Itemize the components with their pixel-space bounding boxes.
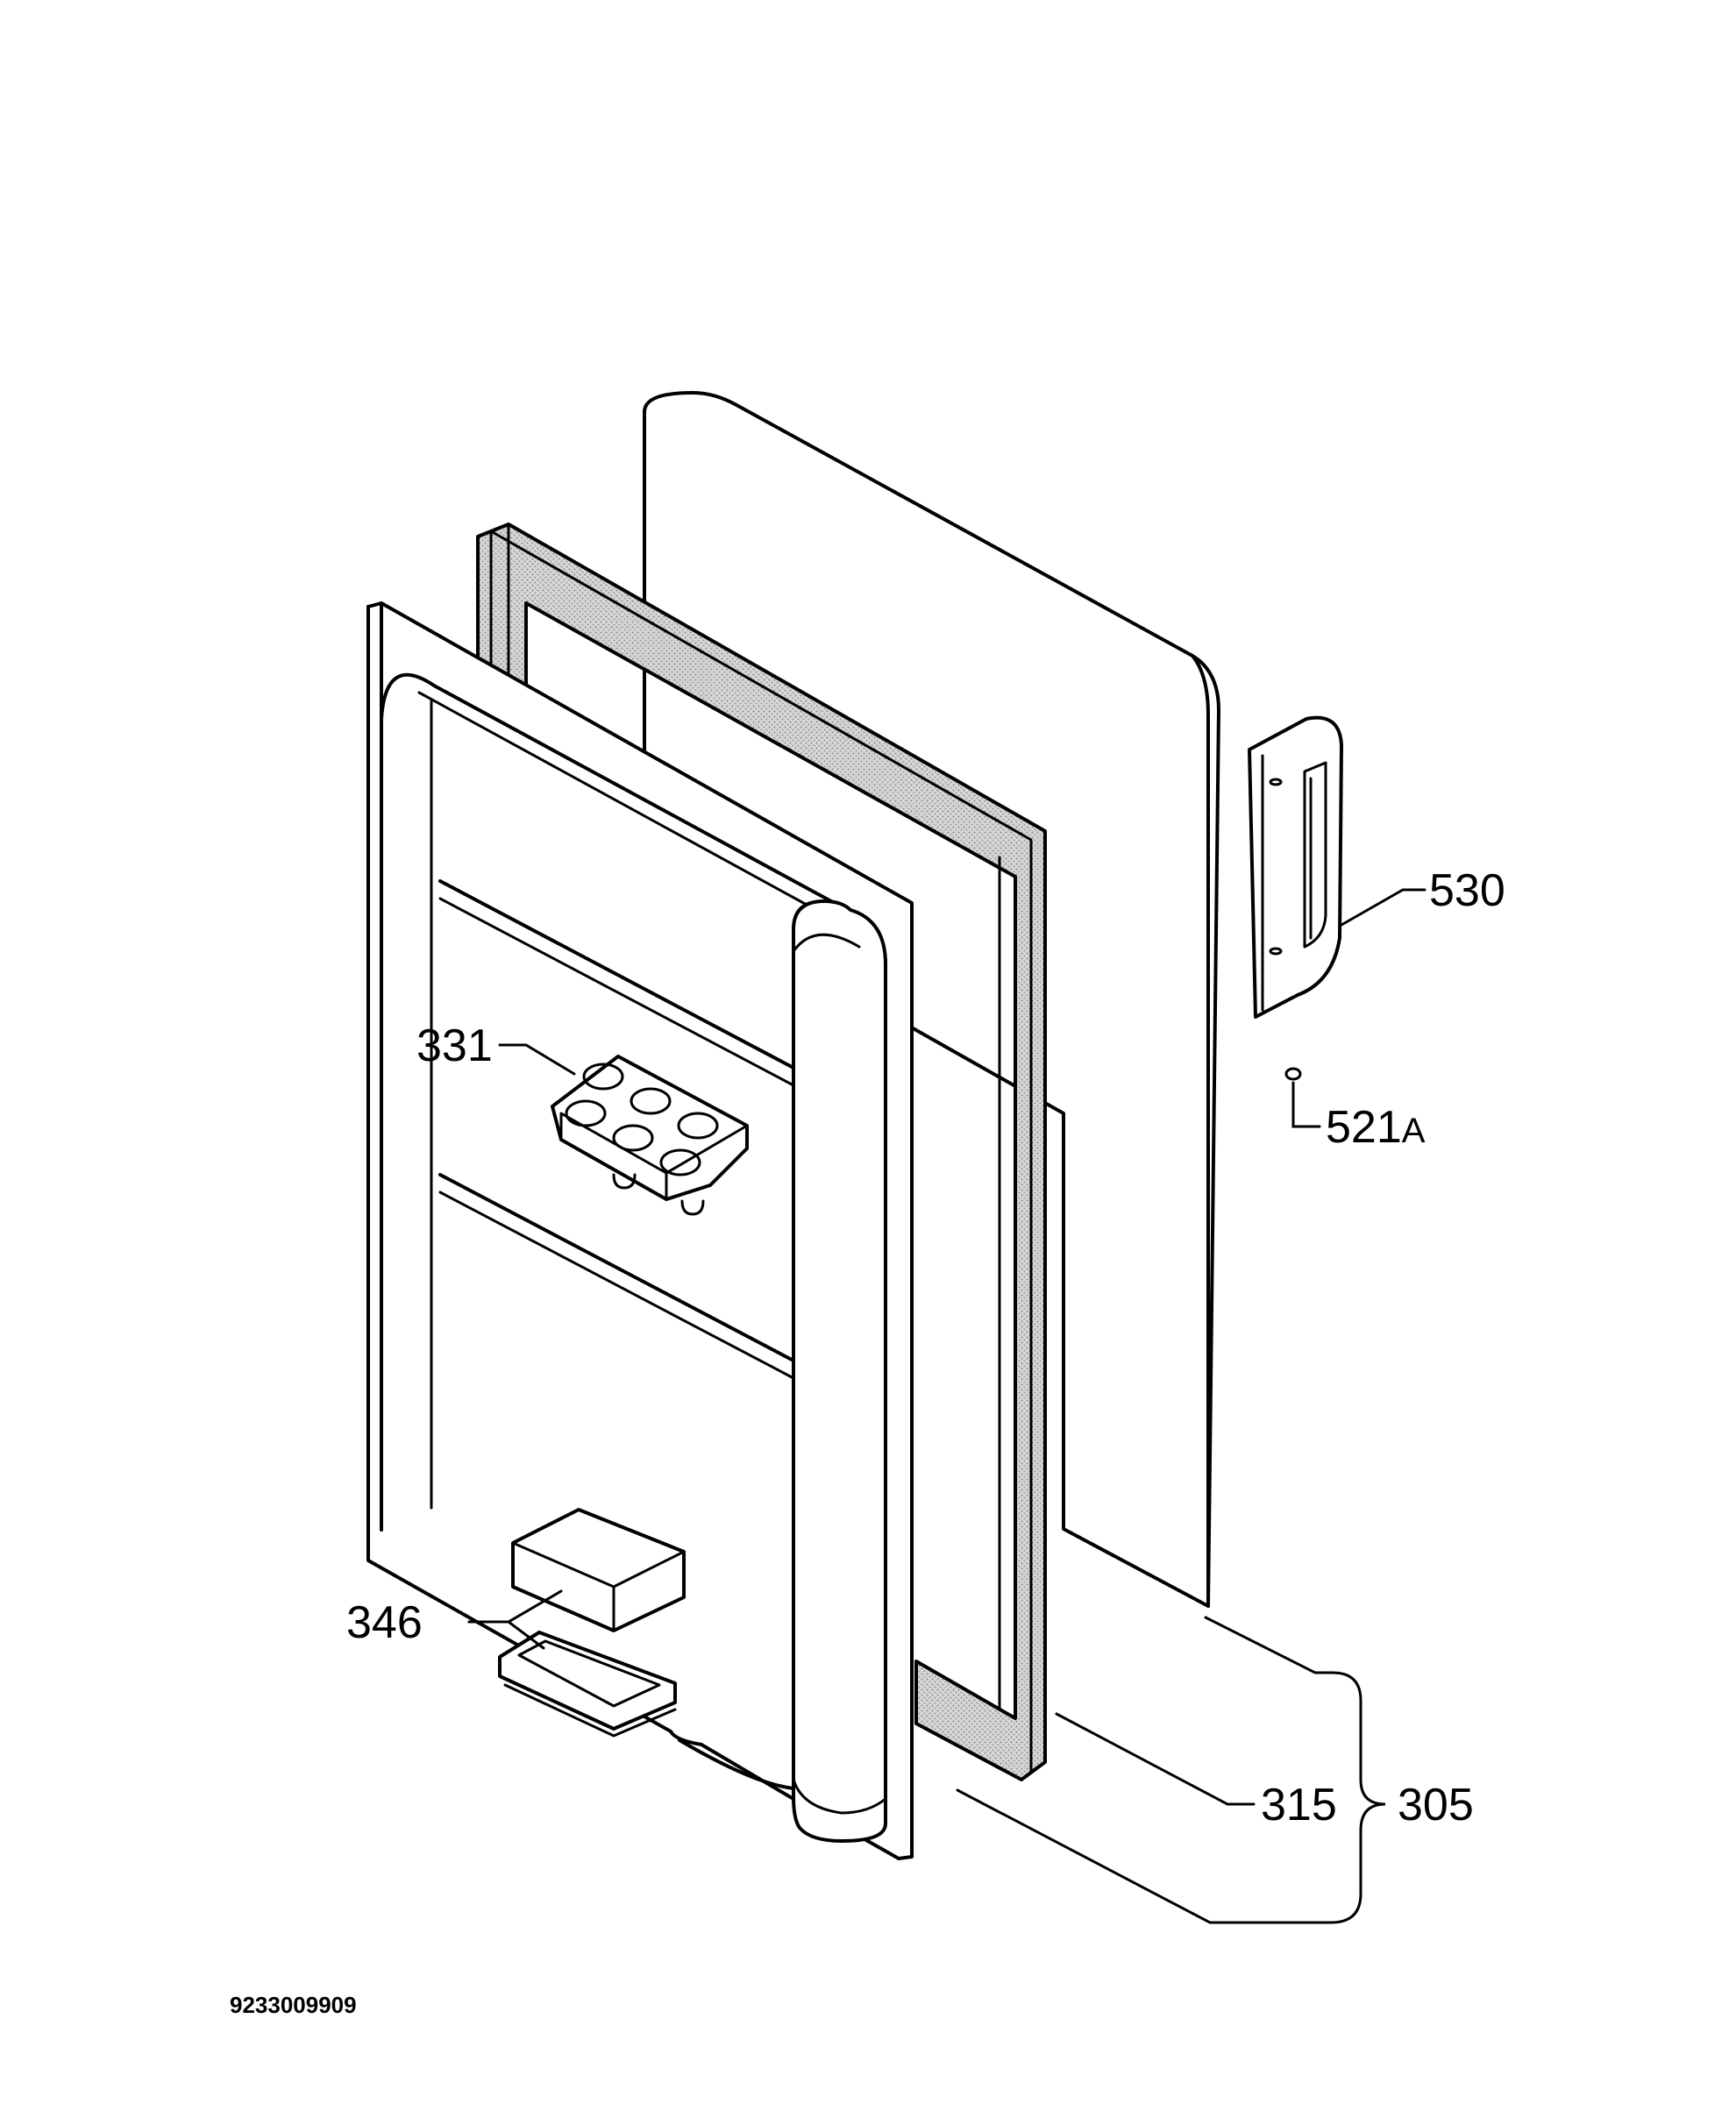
document-number: 9233009909 xyxy=(230,1992,357,2018)
label-346: 346 xyxy=(346,1597,423,1648)
label-521a-suffix: A xyxy=(1402,1112,1426,1150)
label-305: 305 xyxy=(1398,1780,1474,1830)
egg-tray xyxy=(551,1055,749,1216)
label-521a: 521A xyxy=(1326,1102,1426,1153)
label-331: 331 xyxy=(416,1020,493,1071)
butter-box xyxy=(511,1508,686,1632)
egg-cups xyxy=(565,1063,719,1176)
leader-lines xyxy=(467,888,1427,1924)
label-315: 315 xyxy=(1261,1780,1337,1830)
part-labels: 530 521A 331 346 315 305 xyxy=(346,865,1505,1830)
label-521a-number: 521 xyxy=(1326,1102,1402,1153)
butter-box-tray xyxy=(498,1631,677,1738)
inner-door-liner xyxy=(366,601,914,1860)
door-handle xyxy=(1248,715,1343,1019)
label-530: 530 xyxy=(1429,865,1505,916)
screw-cap xyxy=(1284,1067,1302,1081)
